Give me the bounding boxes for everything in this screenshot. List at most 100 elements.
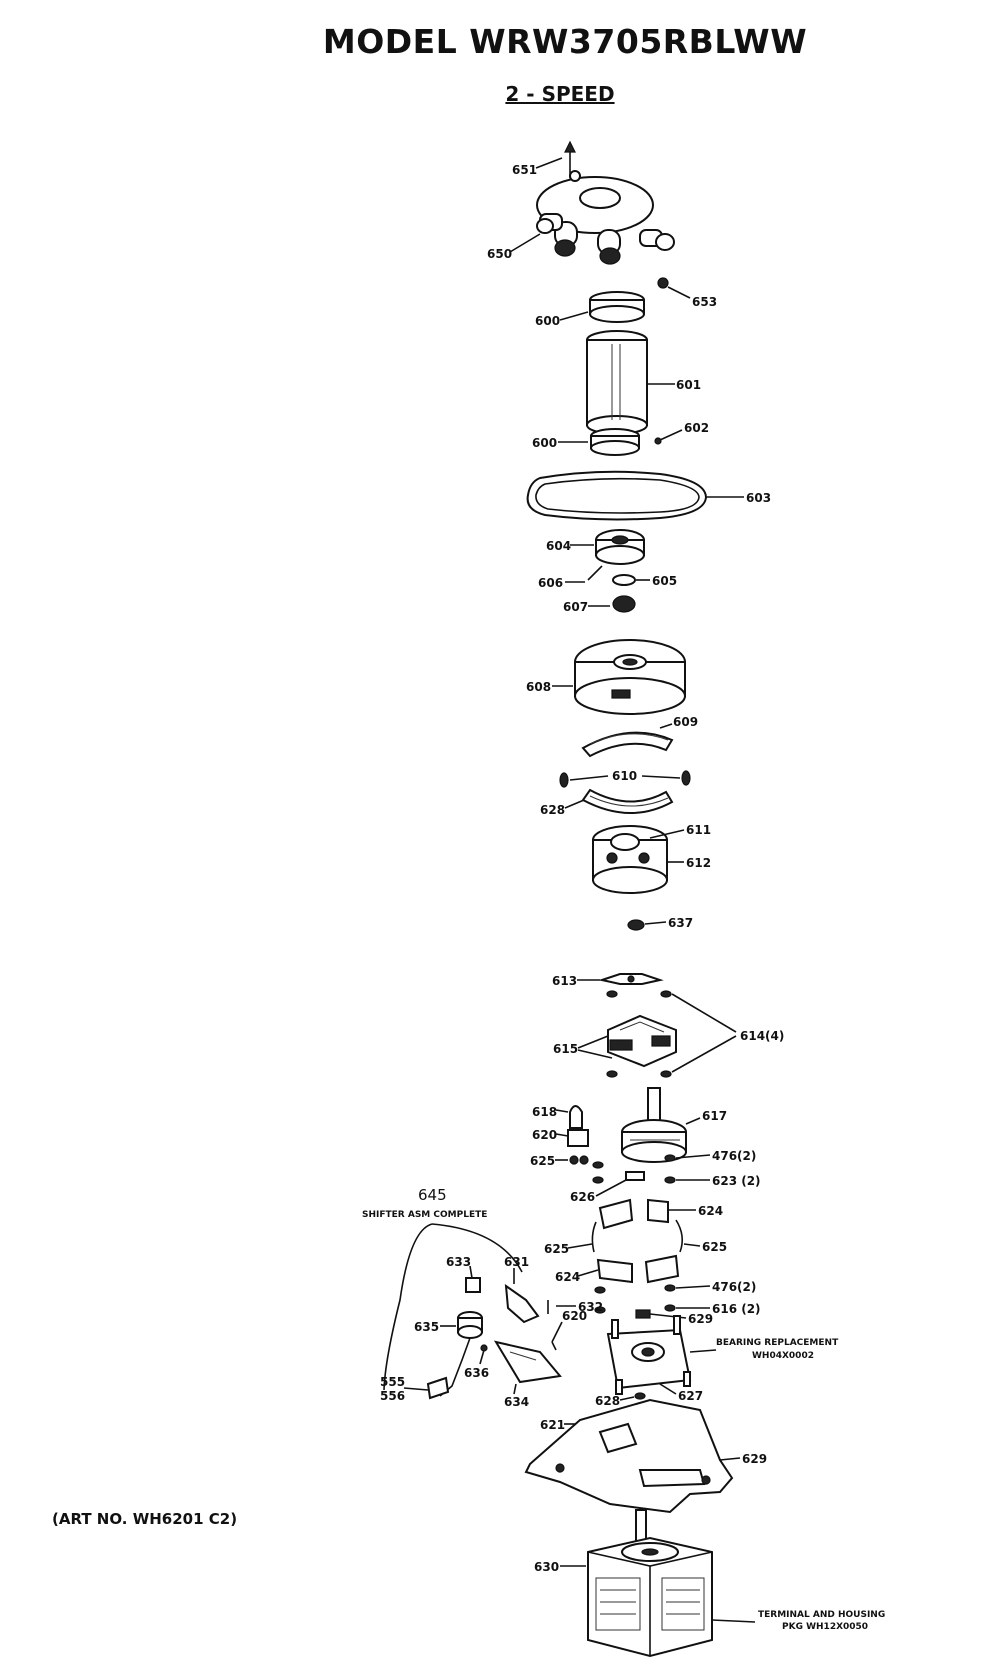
label-634: 634 [504,1395,529,1409]
part-607 [588,595,636,613]
label-620-top: 620 [532,1128,557,1142]
label-628-bottom: 628 [595,1394,620,1408]
label-637: 637 [668,916,693,930]
part-613 [577,973,664,985]
label-620-bottom: 620 [562,1309,587,1323]
part-620-top [555,1129,589,1147]
label-624-bottom: 624 [555,1270,580,1284]
label-627: 627 [678,1389,703,1403]
label-625-top: 625 [530,1154,555,1168]
terminal-note-line1: TERMINAL AND HOUSING [758,1610,885,1620]
label-630: 630 [534,1560,559,1574]
part-630-motor [560,1509,756,1658]
part-618 [555,1105,583,1129]
part-606 [565,565,603,583]
part-624-bottom [577,1254,680,1284]
part-624-top [598,1198,696,1230]
label-632: 632 [578,1300,603,1314]
label-601: 601 [676,378,701,392]
label-629-baseplate: 629 [742,1452,767,1466]
label-616: 616 (2) [712,1302,761,1316]
label-645: 645 [418,1186,447,1204]
shifter-bracket-right [431,1223,523,1273]
model-title: MODEL WRW3705RBLWW [322,22,808,61]
part-476-bottom [594,1284,711,1294]
label-606: 606 [538,576,563,590]
label-609: 609 [673,715,698,729]
label-556: 556 [380,1389,405,1403]
part-615-bracket [577,1014,677,1068]
part-631 [504,1268,540,1324]
part-628-bottom [619,1392,646,1401]
label-633: 633 [446,1255,471,1269]
art-number: (ART NO. WH6201 C2) [52,1510,238,1528]
label-617: 617 [702,1109,727,1123]
label-604: 604 [546,539,571,553]
part-609-shoe [581,723,674,758]
part-476-top [664,1154,711,1162]
part-637 [627,919,667,931]
part-555-556 [403,1376,450,1400]
part-604-pulley [570,529,645,565]
shifter-bracket-left [383,1223,433,1391]
part-600-bottom [558,428,640,456]
label-631: 631 [504,1255,529,1269]
part-623 [592,1161,710,1184]
bearing-note-line1: BEARING REPLACEMENT [716,1338,839,1348]
label-612: 612 [686,856,711,870]
part-601-sleeve [586,330,675,435]
shifter-note: SHIFTER ASM COMPLETE [362,1210,487,1220]
label-614: 614(4) [740,1029,784,1043]
label-608: 608 [526,680,551,694]
label-624-top: 624 [698,1204,723,1218]
part-625-top [555,1155,589,1165]
part-628-shoe [564,788,674,814]
terminal-note-line2: PKG WH12X0050 [782,1622,868,1632]
part-602 [654,429,683,445]
label-621: 621 [540,1418,565,1432]
part-634 [493,1340,562,1395]
part-651 [535,140,576,178]
part-632 [547,1300,606,1314]
label-602: 602 [684,421,709,435]
label-605: 605 [652,574,677,588]
label-600-top: 600 [535,314,560,328]
part-650-pump [509,170,675,265]
label-618: 618 [532,1105,557,1119]
part-620-bottom [551,1321,563,1351]
part-612-hub [592,825,685,894]
label-629-small: 629 [688,1312,713,1326]
label-636: 636 [464,1366,489,1380]
label-635: 635 [414,1320,439,1334]
label-626: 626 [570,1190,595,1204]
label-613: 613 [552,974,577,988]
part-610 [559,770,691,788]
part-605 [612,574,650,586]
label-555: 555 [380,1375,405,1389]
part-629-baseplate [524,1398,741,1514]
label-611: 611 [686,823,711,837]
label-623: 623 (2) [712,1174,761,1188]
part-bearing-case [606,1315,717,1395]
part-603-belt [526,470,744,521]
speed-subtitle: 2 - SPEED [505,82,615,106]
label-653: 653 [692,295,717,309]
label-615: 615 [553,1042,578,1056]
part-600-top [559,291,645,323]
label-476-bottom: 476(2) [712,1280,756,1294]
part-617-shaft [621,1087,701,1163]
part-616 [664,1304,710,1312]
part-625-springs [567,1219,701,1253]
label-607: 607 [563,600,588,614]
part-633 [465,1265,481,1293]
label-628-top: 628 [540,803,565,817]
part-653 [657,277,691,299]
label-651: 651 [512,163,537,177]
label-476-top: 476(2) [712,1149,756,1163]
label-600-bottom: 600 [532,436,557,450]
label-625-right: 625 [702,1240,727,1254]
label-603: 603 [746,491,771,505]
label-625-left: 625 [544,1242,569,1256]
bearing-note-line2: WH04X0002 [752,1351,814,1361]
